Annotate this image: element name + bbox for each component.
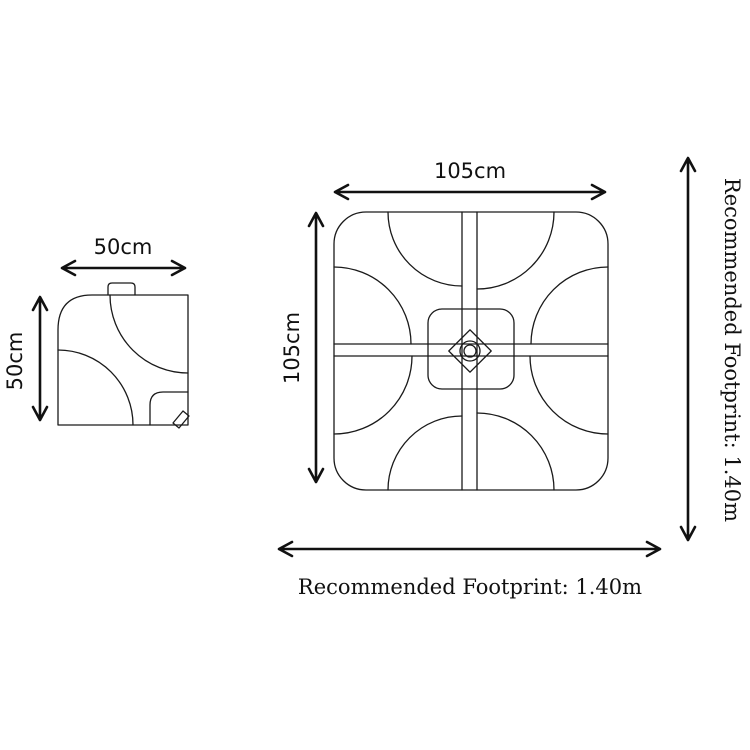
small-height-label: 50cm — [3, 332, 27, 391]
small-base-segment — [57, 282, 190, 429]
large-base-arc-br-b — [476, 412, 555, 491]
large-width-label: 105cm — [434, 159, 506, 183]
large-base-assembly — [333, 211, 609, 491]
footprint-horizontal-dimension: Recommended Footprint: 1.40m — [277, 540, 662, 599]
footprint-horizontal-arrow — [277, 540, 662, 558]
large-base-horizontal-channel — [333, 343, 609, 357]
small-base-outline — [57, 294, 189, 426]
large-base-arc-tr-a — [476, 211, 555, 290]
large-base-arc-tl-b — [333, 266, 412, 345]
large-base-arc-tr-b — [530, 266, 609, 345]
large-width-arrow — [333, 183, 607, 201]
small-width-dimension: 50cm — [60, 235, 187, 277]
small-base-plug — [172, 410, 190, 429]
small-height-dimension: 50cm — [3, 295, 49, 422]
small-height-arrow — [31, 295, 49, 422]
large-base-arc-tl-a — [387, 211, 463, 287]
small-base-arc-left — [57, 349, 134, 426]
footprint-vertical-arrow — [679, 156, 697, 542]
large-base-center-diamond — [448, 329, 492, 373]
small-base-handle — [107, 282, 136, 296]
large-height-dimension: 105cm — [280, 211, 325, 484]
large-base-center-recess — [427, 308, 515, 390]
small-base-corner-channel — [149, 391, 189, 426]
small-width-arrow — [60, 259, 187, 277]
large-height-label: 105cm — [280, 312, 304, 384]
large-base-pole-socket-inner — [463, 344, 477, 358]
large-width-dimension: 105cm — [333, 159, 607, 201]
large-base-pole-socket-outer — [459, 340, 481, 362]
small-base-arc-top — [109, 294, 189, 374]
footprint-vertical-label: Recommended Footprint: 1.40m — [720, 178, 744, 522]
footprint-vertical-dimension: Recommended Footprint: 1.40m — [679, 156, 744, 542]
large-base-arc-bl-b — [387, 415, 463, 491]
small-width-label: 50cm — [94, 235, 153, 259]
large-base-vertical-channel — [461, 211, 478, 491]
large-height-arrow — [307, 211, 325, 484]
footprint-horizontal-label: Recommended Footprint: 1.40m — [298, 575, 642, 599]
large-base-arc-br-a — [529, 355, 609, 435]
large-base-arc-bl-a — [333, 355, 413, 435]
large-base-outline — [333, 211, 609, 491]
